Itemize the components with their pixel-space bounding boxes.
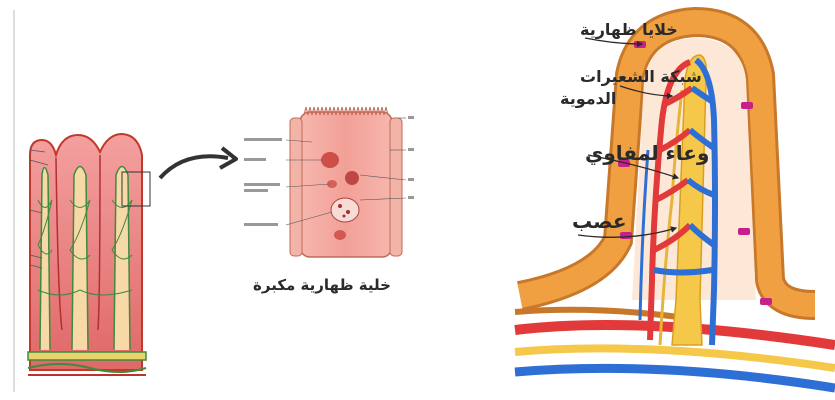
villus-core (40, 168, 50, 351)
magnified-epithelial-cell (244, 107, 414, 257)
label-nerve: عصب (572, 209, 627, 233)
organelle (345, 171, 359, 185)
submucosa-layer (28, 352, 146, 360)
magnify-arrow (160, 156, 228, 178)
magnified-cell-caption: خلية ظهارية مكبرة (253, 276, 391, 294)
label-epithelial-cells: خلايا ظهارية (580, 20, 678, 39)
nucleus (331, 198, 359, 222)
label-capillary-network-line1: شبكة الشعيرات (580, 67, 702, 86)
organelle (334, 230, 346, 240)
label-capillary-network-line2: الدموية (560, 89, 616, 108)
villi-cross-section (28, 134, 150, 375)
label-lymph-vessel: وعاء لمفاوي (585, 141, 709, 166)
organelle (321, 152, 339, 168)
